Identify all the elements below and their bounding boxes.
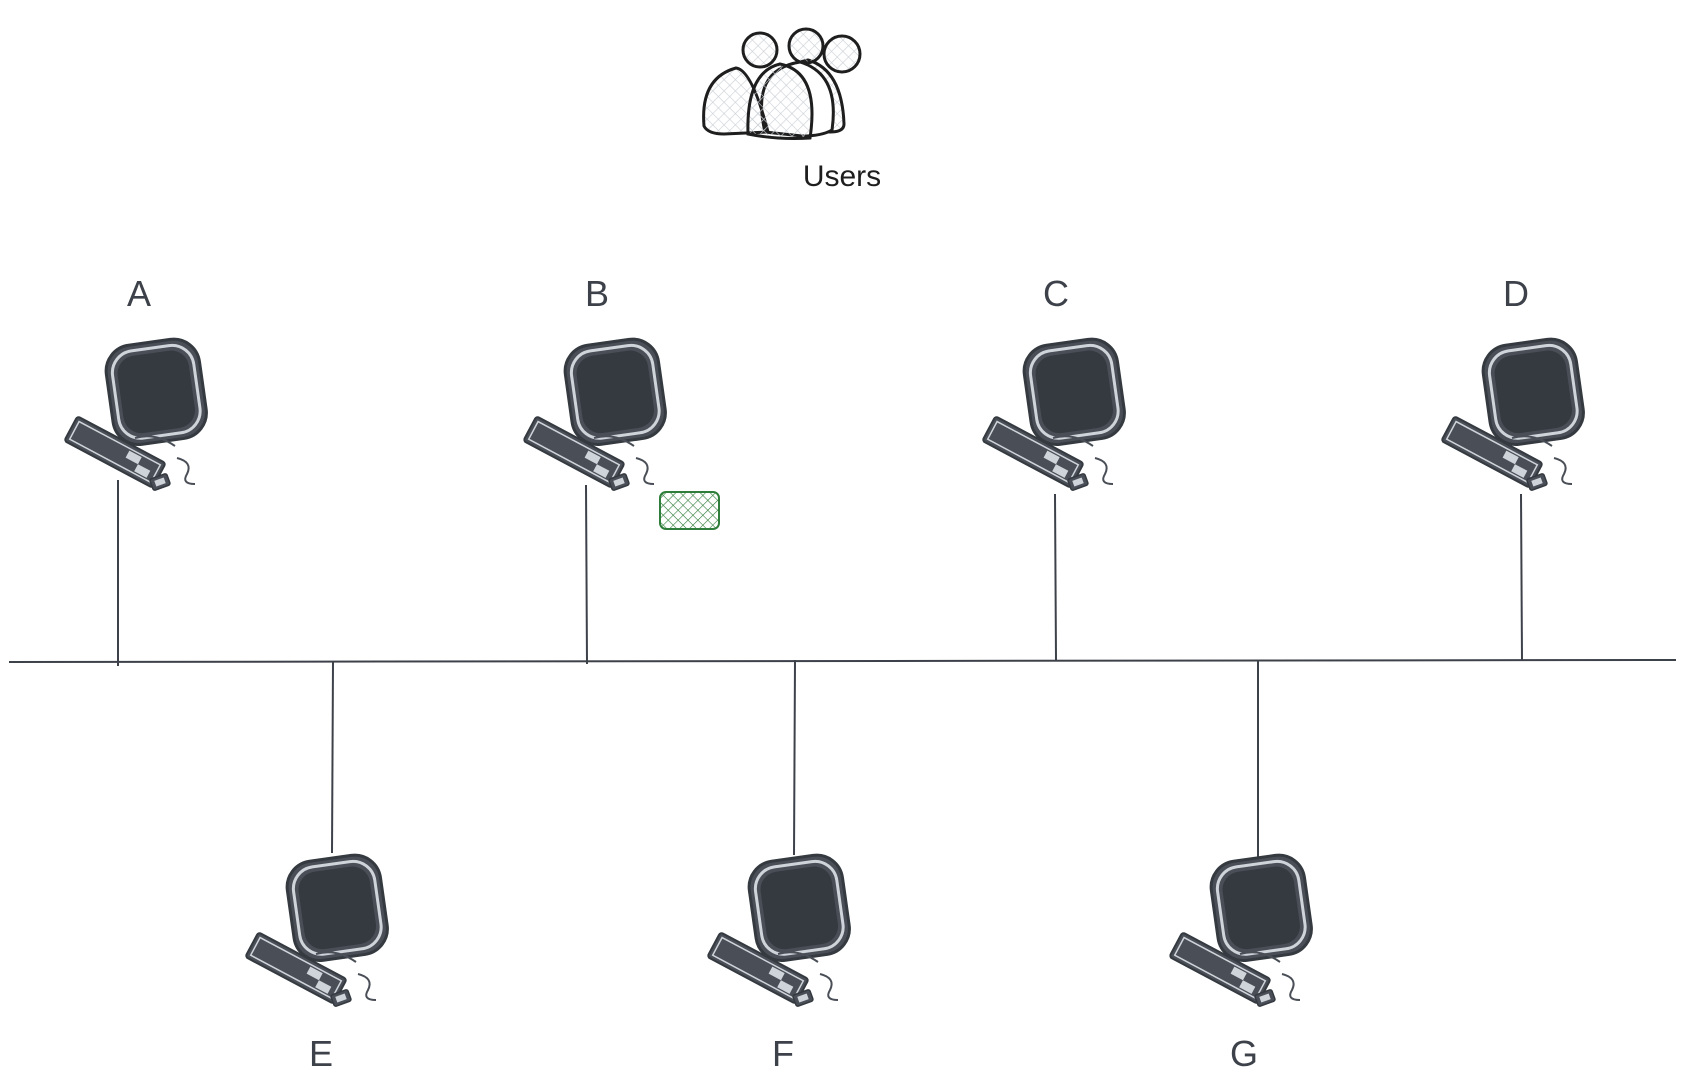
node-label-a: A xyxy=(127,273,151,314)
drop-line-b xyxy=(585,484,588,665)
bus-backbone xyxy=(8,659,1677,663)
node-label-d: D xyxy=(1503,273,1529,314)
data-packet-icon xyxy=(659,491,720,530)
node-label-b: B xyxy=(585,273,609,314)
node-label-e: E xyxy=(309,1033,333,1074)
computer-icon-a[interactable] xyxy=(62,334,212,493)
computer-icon-f[interactable] xyxy=(705,850,855,1009)
drop-line-e xyxy=(331,661,334,854)
drop-line-c xyxy=(1054,493,1057,661)
node-label-g: G xyxy=(1230,1033,1258,1074)
drop-line-f xyxy=(793,659,796,856)
drop-line-d xyxy=(1520,493,1523,661)
computer-icon-d[interactable] xyxy=(1439,334,1589,493)
users-label: Users xyxy=(803,160,881,193)
node-label-f: F xyxy=(772,1033,794,1074)
node-label-c: C xyxy=(1043,273,1069,314)
users-group-icon xyxy=(702,27,862,140)
computer-icon-c[interactable] xyxy=(980,334,1130,493)
computer-icon-e[interactable] xyxy=(243,850,393,1009)
computer-icon-g[interactable] xyxy=(1167,850,1317,1009)
computer-icon-b[interactable] xyxy=(521,334,671,493)
